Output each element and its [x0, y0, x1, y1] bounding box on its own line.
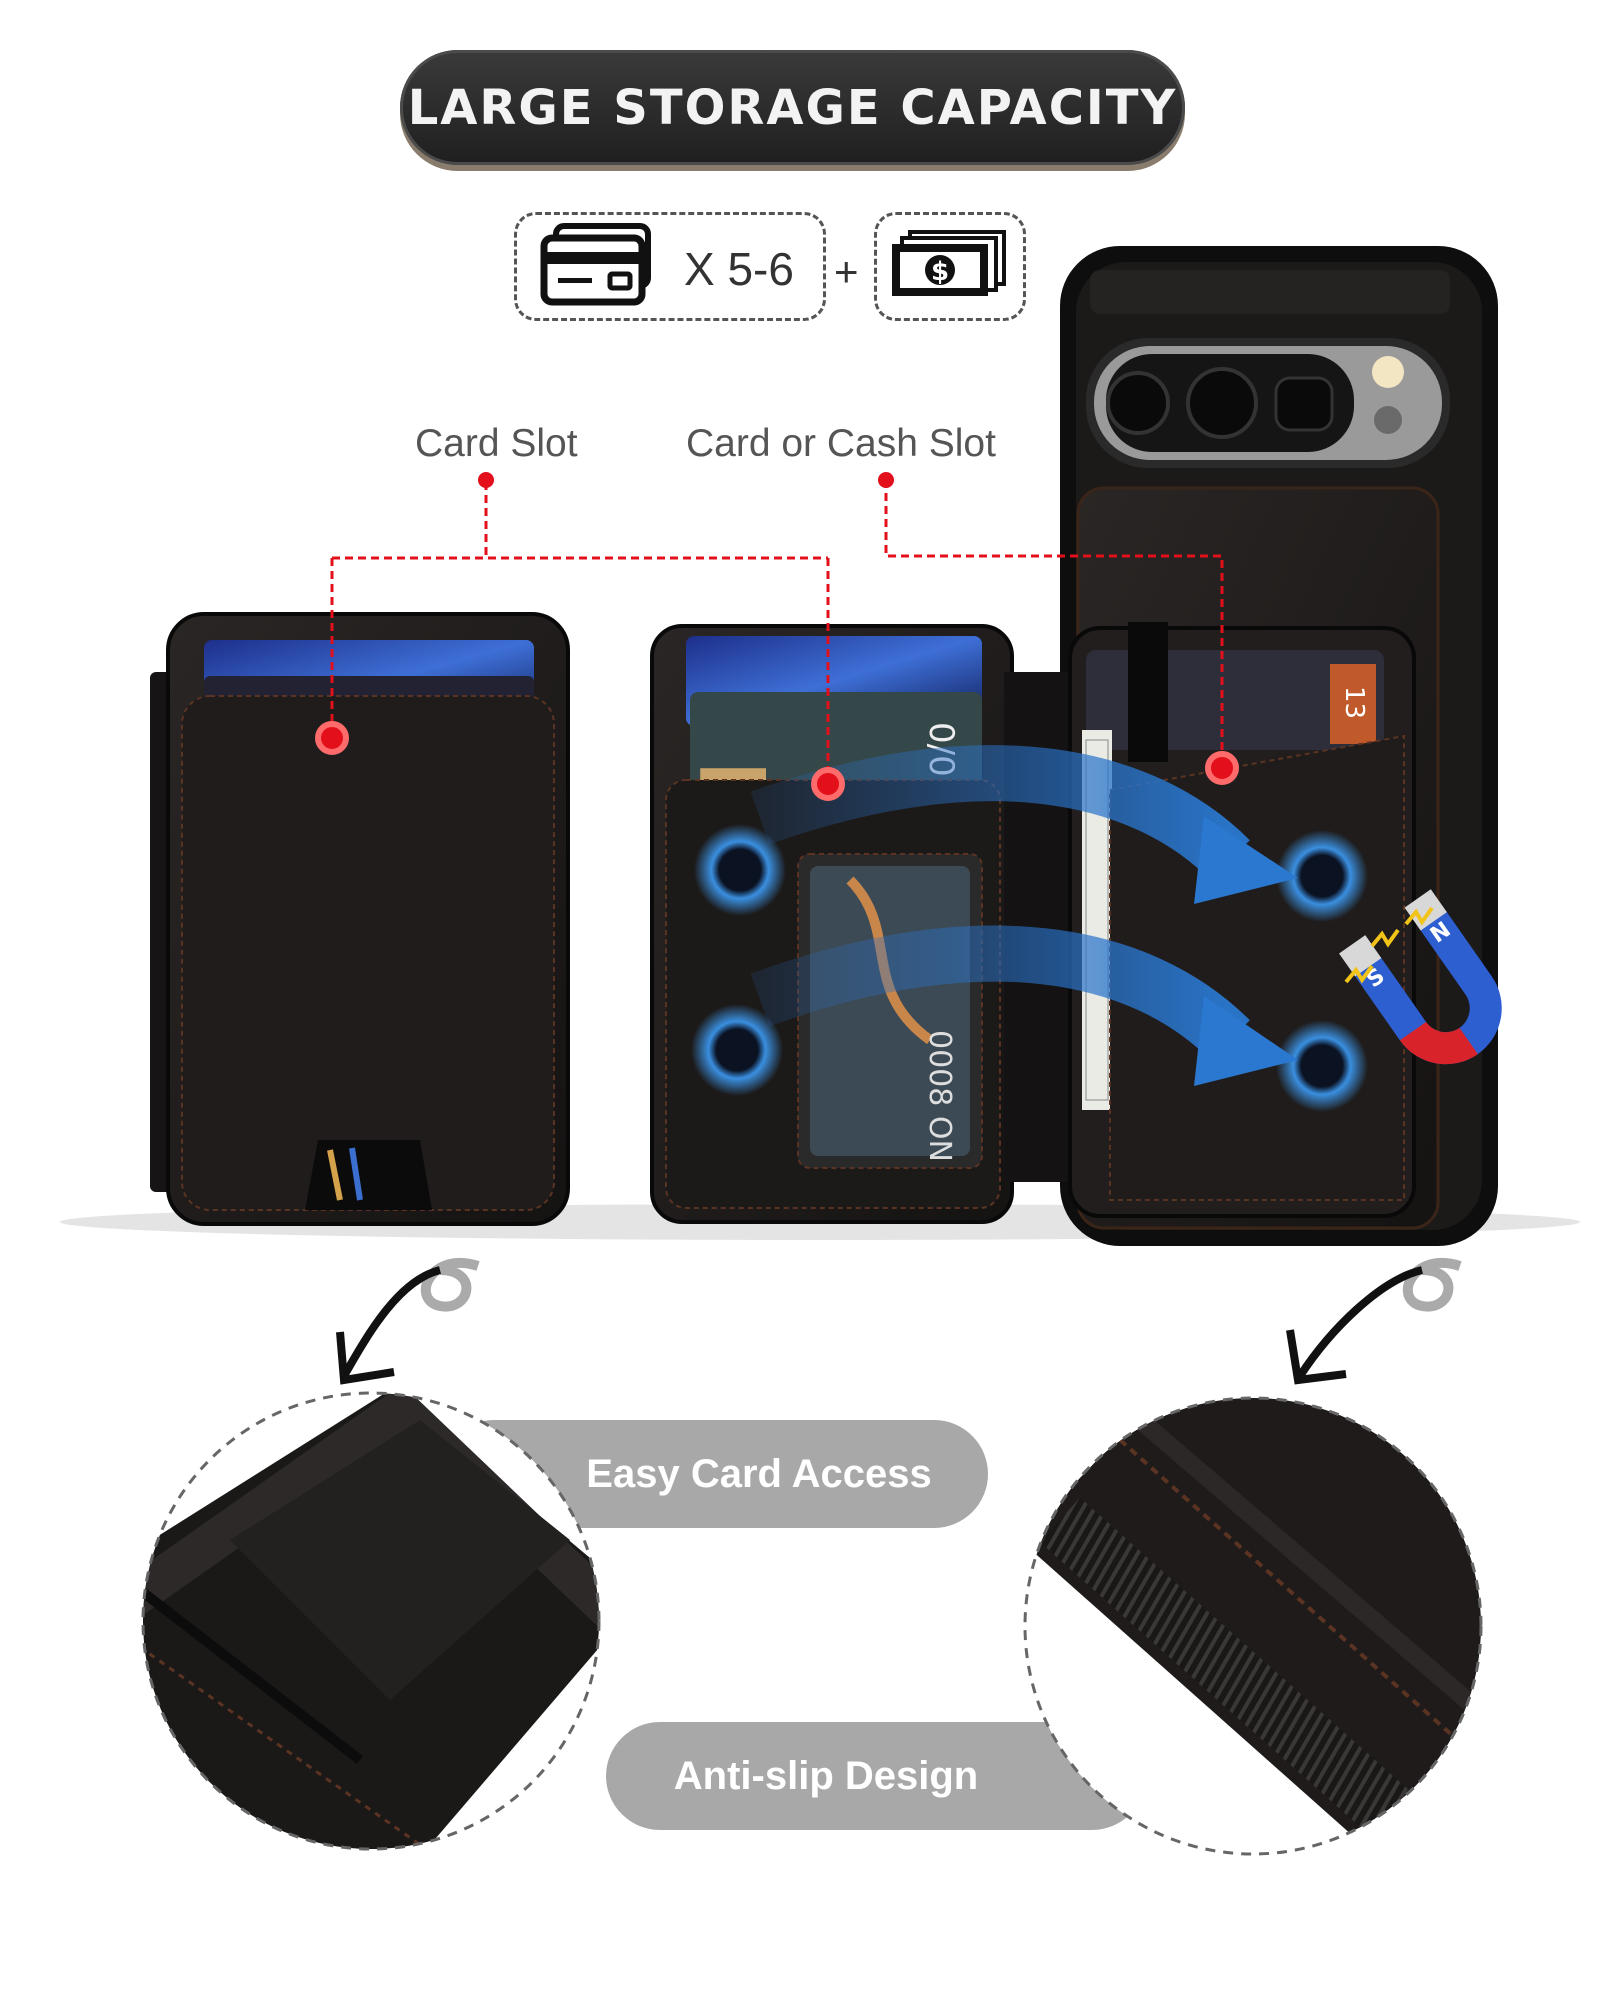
plus-sign: + [834, 248, 859, 295]
magnetic-spark-icon [1344, 906, 1434, 984]
camera-sensor-icon [1274, 376, 1334, 432]
easy-card-access-label: Easy Card Access [586, 1451, 932, 1496]
title-banner: LARGE STORAGE CAPACITY [400, 50, 1185, 165]
magnet-arrow-head [1194, 816, 1298, 904]
anti-slip-detail [1025, 1398, 1481, 1854]
cash-stack-icon: $ [892, 230, 1006, 296]
callout-lines [330, 480, 1224, 782]
svg-text:13: 13 [1339, 686, 1369, 719]
magnet-ring-icon [694, 824, 786, 916]
flash-icon [1372, 356, 1404, 388]
microphone-icon [1374, 406, 1402, 434]
card-slot-label: Card Slot [415, 422, 578, 465]
card-or-cash-slot-label: Card or Cash Slot [686, 422, 996, 465]
pointer-arrow-icon [1286, 1257, 1462, 1385]
card-quantity: X 5-6 [684, 243, 794, 295]
svg-text:$: $ [931, 257, 949, 287]
callout-dots [315, 472, 1239, 801]
camera-lens-icon [1186, 367, 1258, 439]
magnet-arrow-head [1194, 996, 1298, 1086]
closed-wallet [150, 612, 570, 1226]
horseshoe-magnet-icon: S N [1339, 889, 1502, 1065]
camera-lens-icon [1106, 371, 1170, 435]
magnet-ring-icon [1276, 830, 1368, 922]
svg-text:0008 ON: 0008 ON [922, 1030, 957, 1162]
magnet-arrow-icon [750, 925, 1250, 1061]
magnet-points [691, 824, 1368, 1112]
magnet-ring-icon [1276, 1020, 1368, 1112]
easy-access-detail [143, 1393, 599, 1849]
magnet-ring-icon [691, 1004, 783, 1096]
credit-cards-icon [540, 223, 651, 306]
pointer-arrow-icon [336, 1257, 480, 1385]
anti-slip-design-label: Anti-slip Design [673, 1753, 979, 1798]
page-title: LARGE STORAGE CAPACITY [407, 79, 1178, 136]
magnet-arrow-icon [750, 745, 1250, 881]
